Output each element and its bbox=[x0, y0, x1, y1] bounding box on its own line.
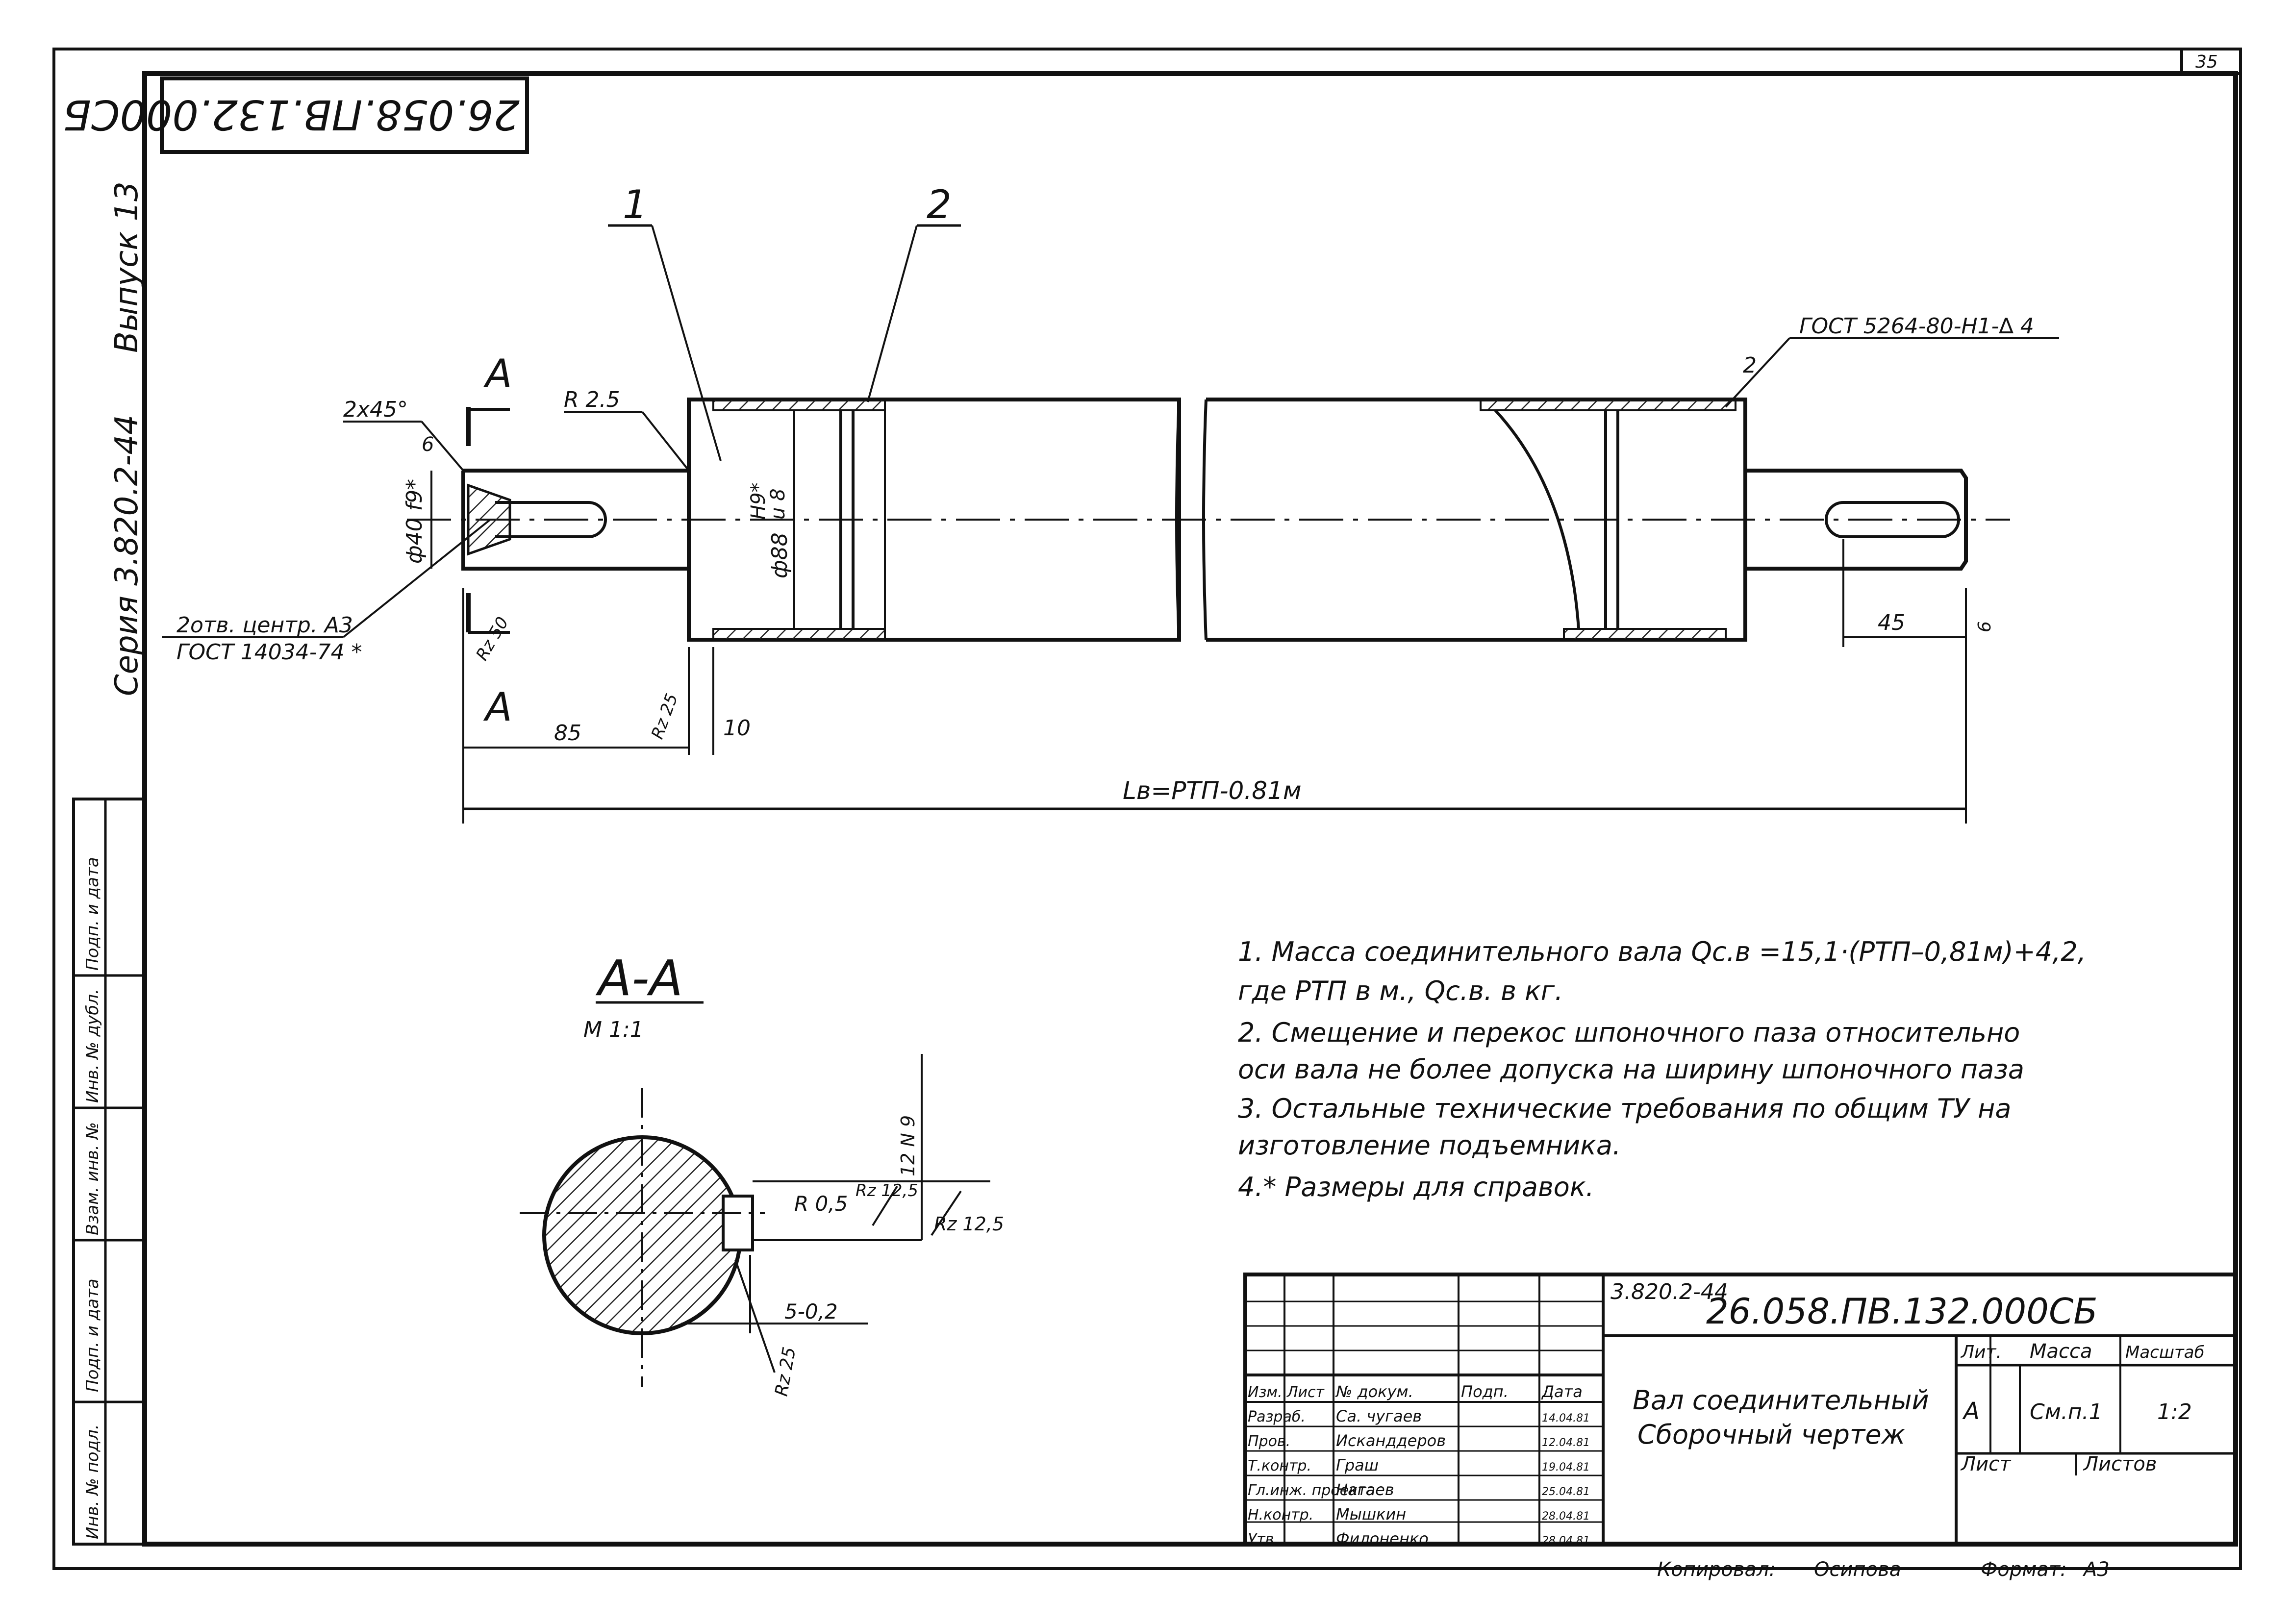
note-line-6: 4.* Размеры для справок. bbox=[1238, 1172, 1594, 1202]
tb-date-2: 19.04.81 bbox=[1542, 1461, 1590, 1474]
fit-lower-label: u 8 bbox=[767, 488, 789, 520]
tb-lit-label: Лит. bbox=[1960, 1342, 2002, 1362]
tb-series: 3.820.2-44 bbox=[1611, 1279, 1728, 1304]
page-number: 35 bbox=[2195, 52, 2218, 72]
key-radius-label: R 0,5 bbox=[794, 1192, 848, 1216]
callout-1: 1 bbox=[623, 182, 648, 227]
section-title: А-А bbox=[595, 949, 683, 1007]
tb-role-5: Утв. bbox=[1248, 1531, 1279, 1548]
note-line-4: 3. Остальные технические требования по о… bbox=[1238, 1093, 2011, 1124]
radius-top-label: R 2.5 bbox=[564, 387, 620, 412]
roughness-b-label: Rz 12,5 bbox=[934, 1213, 1004, 1235]
note-line-0: 1. Масса соединительного вала Qс.в =15,1… bbox=[1238, 936, 2086, 967]
copied-by-label: Копировал: bbox=[1657, 1558, 1776, 1581]
tb-role-2: Т.контр. bbox=[1248, 1457, 1311, 1474]
chamfer-label: 2x45° bbox=[343, 397, 408, 422]
tb-date-0: 14.04.81 bbox=[1542, 1412, 1590, 1424]
section-scale: М 1:1 bbox=[583, 1017, 644, 1042]
dim-85-label: 85 bbox=[554, 721, 581, 746]
tb-name-line1: Вал соединительный bbox=[1633, 1385, 1929, 1416]
tb-col-list: Лист bbox=[1286, 1384, 1325, 1401]
tb-mass-value: См.п.1 bbox=[2030, 1399, 2103, 1424]
key-width-label: 12 N 9 bbox=[897, 1115, 919, 1176]
fit-upper-label: H9* bbox=[747, 482, 770, 520]
tb-date-1: 12.04.81 bbox=[1542, 1437, 1590, 1449]
outer-frame bbox=[52, 48, 2242, 1570]
rotated-drawing-code: 26.058.ПВ.132.000СБ bbox=[63, 91, 520, 139]
margin-cell-2: Взам. инв. № bbox=[83, 1122, 102, 1235]
tb-date-5: 28.04.81 bbox=[1542, 1535, 1590, 1547]
margin-cell-1: Подп. и дата bbox=[83, 1278, 102, 1392]
technical-notes: 1. Масса соединительного вала Qс.в =15,1… bbox=[1238, 936, 2086, 1202]
title-block bbox=[1243, 1273, 2238, 1546]
tb-code: 26.058.ПВ.132.000СБ bbox=[1706, 1291, 2098, 1332]
tb-role-4: Н.контр. bbox=[1248, 1506, 1313, 1524]
weld-callout-label: 2 bbox=[1743, 353, 1757, 378]
tb-name-line2: Сборочный чертеж bbox=[1637, 1419, 1906, 1450]
tb-name-1: Исканддеров bbox=[1336, 1431, 1446, 1450]
chamfer-dim-label: 6 bbox=[422, 433, 434, 456]
tb-lit-value: А bbox=[1962, 1398, 1980, 1425]
tb-col-doc: № докум. bbox=[1335, 1382, 1413, 1401]
tb-date-4: 28.04.81 bbox=[1542, 1510, 1590, 1523]
tb-scale-label: Масштаб bbox=[2125, 1343, 2205, 1362]
tb-name-0: Са. чугаев bbox=[1336, 1407, 1422, 1425]
shaft-view bbox=[162, 224, 2059, 824]
section-mark-top: А bbox=[483, 351, 512, 397]
tb-name-2: Граш bbox=[1336, 1456, 1379, 1474]
format-value: А3 bbox=[2082, 1558, 2110, 1581]
copied-by-name: Осипова bbox=[1814, 1558, 1901, 1581]
format-label: Формат: bbox=[1981, 1558, 2067, 1581]
tb-col-date: Дата bbox=[1541, 1382, 1583, 1401]
left-margin-stamp: Инв. № подл. Подп. и дата Взам. инв. № И… bbox=[72, 798, 146, 1546]
roughness-50-label: Rz 50 bbox=[472, 614, 512, 664]
note-line-5: изготовление подъемника. bbox=[1238, 1130, 1621, 1161]
tb-sheet-label: Лист bbox=[1960, 1453, 2012, 1475]
roughness-a-label: Rz 12,5 bbox=[856, 1181, 918, 1200]
center-holes-standard-label: ГОСТ 14034-74 * bbox=[176, 640, 362, 665]
dim-10-label: 10 bbox=[723, 716, 751, 741]
weld-label: ГОСТ 5264-80-Н1-∆ 4 bbox=[1799, 314, 2034, 339]
tb-name-4: Мышкин bbox=[1336, 1505, 1406, 1524]
note-line-3: оси вала не более допуска на ширину шпон… bbox=[1238, 1054, 2024, 1085]
margin-cell-0: Инв. № подл. bbox=[83, 1424, 102, 1539]
roughness-25-label: Rz 25 bbox=[648, 691, 682, 742]
margin-cell-4: Подп. и дата bbox=[83, 857, 102, 971]
page-number-box bbox=[2180, 48, 2242, 75]
length-label: Lв=РТП-0.81м bbox=[1123, 776, 1302, 805]
tb-date-3: 25.04.81 bbox=[1542, 1486, 1590, 1498]
tb-name-5: Филоненко bbox=[1336, 1529, 1429, 1548]
center-holes-label: 2отв. центр. А3 bbox=[176, 613, 353, 638]
tb-role-3: Гл.инж. проекта bbox=[1248, 1482, 1375, 1499]
section-mark-bottom: А bbox=[483, 684, 512, 730]
dim-45-label: 45 bbox=[1878, 610, 1905, 635]
margin-issue: Выпуск 13 bbox=[109, 181, 145, 353]
tb-sheets-label: Листов bbox=[2083, 1453, 2157, 1475]
depth-label: 5-0,2 bbox=[784, 1299, 838, 1324]
tb-mass-label: Масса bbox=[2030, 1340, 2092, 1363]
tb-name-3: Нагаев bbox=[1336, 1480, 1394, 1499]
dim-right-small-label: 6 bbox=[1975, 621, 1995, 632]
note-line-2: 2. Смещение и перекос шпоночного паза от… bbox=[1238, 1017, 2020, 1048]
roughness-c-label: Rz 25 bbox=[771, 1346, 800, 1398]
tb-scale-value: 1:2 bbox=[2157, 1399, 2192, 1424]
section-view bbox=[520, 1054, 990, 1387]
rotated-code-box bbox=[160, 76, 529, 154]
shaft-diameter-label: ф40 f9* bbox=[402, 479, 427, 564]
margin-series: Серия 3.820.2-44 bbox=[109, 415, 145, 696]
tb-col-sign: Подп. bbox=[1461, 1382, 1509, 1401]
margin-cell-3: Инв. № дубл. bbox=[83, 989, 102, 1103]
tb-col-izm: Изм. bbox=[1248, 1384, 1283, 1401]
callout-2: 2 bbox=[927, 182, 952, 227]
tb-role-0: Разраб. bbox=[1248, 1408, 1306, 1425]
note-line-1: где РТП в м., Qс.в. в кг. bbox=[1238, 975, 1563, 1006]
body-diameter-label: ф88 bbox=[767, 532, 792, 578]
tb-role-1: Пров. bbox=[1248, 1433, 1290, 1450]
